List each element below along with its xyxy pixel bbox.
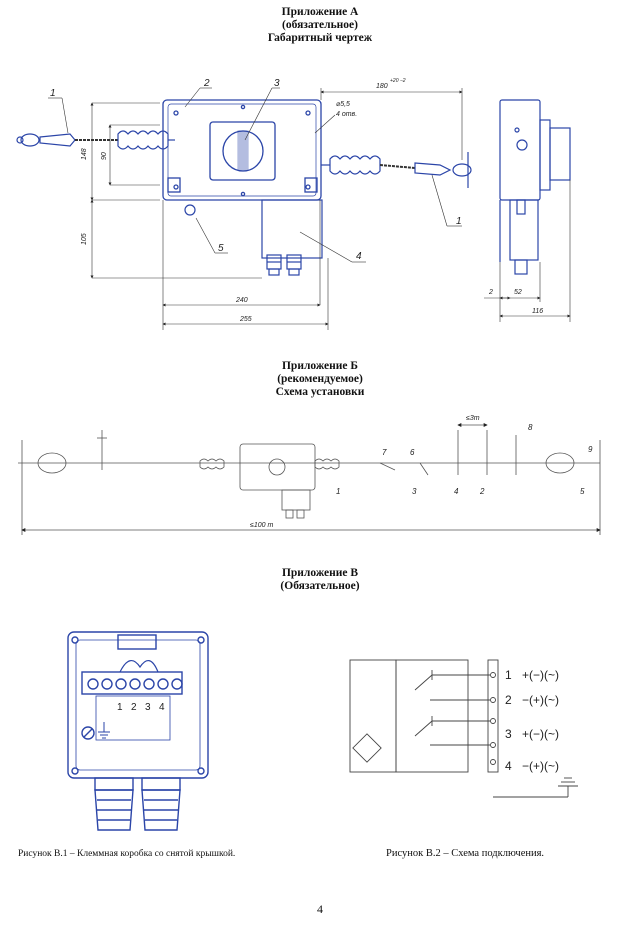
callout-b-6: 6 (410, 448, 415, 457)
box-terminal-3: 3 (145, 702, 151, 713)
terminal-3-num: 3 (505, 727, 512, 741)
terminal-1-label: +(−)(~) (522, 668, 559, 682)
appendix-v-heading: Приложение В (Обязательное) (0, 567, 640, 593)
dim-180-tolerance: +20 −2 (390, 78, 406, 84)
callout-b-3: 3 (412, 487, 417, 496)
dim-240: 240 (235, 297, 248, 304)
callout-b-5: 5 (580, 487, 585, 496)
callout-b-7: 7 (382, 448, 387, 457)
callout-a-3: 3 (274, 78, 280, 89)
terminal-box-front (184, 199, 323, 276)
housing-side-view (499, 99, 571, 275)
dim-length: ≤100 m (250, 522, 273, 529)
callout-b-1: 1 (336, 487, 340, 496)
dim-2: 2 (488, 289, 493, 296)
appendix-v-status: (Обязательное) (280, 580, 360, 592)
dim-spacing: ≤3m (466, 415, 480, 422)
figure-v1-caption: Рисунок В.1 – Клеммная коробка со снятой… (18, 849, 236, 859)
box-terminal-1: 1 (117, 702, 123, 713)
callout-a-1b: 1 (456, 216, 462, 227)
callout-b-8: 8 (528, 423, 533, 432)
appendix-v-title: Приложение В (281, 567, 359, 579)
dim-90: 90 (101, 152, 108, 160)
callout-a-1: 1 (50, 88, 56, 99)
dim-255: 255 (239, 316, 252, 323)
page-number: 4 (317, 902, 323, 916)
terminal-box-drawing (67, 631, 209, 831)
dim-116: 116 (532, 308, 543, 315)
ground-symbol (98, 722, 110, 739)
installation-scheme (18, 423, 601, 535)
appendix-a-status: (обязательное) (282, 19, 358, 31)
box-terminal-4: 4 (159, 702, 165, 713)
terminal-3-label: +(−)(~) (522, 727, 559, 741)
appendix-a-subtitle: Габаритный чертеж (267, 32, 373, 44)
housing-front-view (162, 99, 322, 201)
box-terminal-2: 2 (131, 702, 137, 713)
terminal-2-label: −(+)(~) (522, 693, 559, 707)
callout-b-9: 9 (588, 445, 593, 454)
terminal-4-num: 4 (505, 759, 512, 773)
dim-180: 180 (376, 83, 388, 90)
appendix-b-status: (рекомендуемое) (277, 373, 363, 385)
callout-a-4: 4 (356, 251, 362, 262)
callout-b-2: 2 (479, 487, 485, 496)
connection-diagram (349, 659, 578, 798)
left-cable-assembly (16, 130, 175, 150)
dim-holes-count: 4 отв. (336, 111, 357, 118)
terminal-1-num: 1 (505, 668, 512, 682)
callout-a-5: 5 (218, 243, 224, 254)
appendix-b-heading: Приложение Б (рекомендуемое) Схема устан… (0, 360, 640, 399)
terminal-2-num: 2 (505, 693, 512, 707)
terminal-4-label: −(+)(~) (522, 759, 559, 773)
figure-v2-caption: Рисунок В.2 – Схема подключения. (386, 848, 545, 859)
dim-148: 148 (81, 148, 88, 160)
appendix-b-subtitle: Схема установки (275, 386, 365, 398)
callout-b-4: 4 (454, 487, 459, 496)
callout-a-2: 2 (203, 78, 210, 89)
dim-52: 52 (514, 289, 522, 296)
dim-105: 105 (81, 233, 88, 245)
dimension-lines (48, 87, 571, 330)
appendix-b-title: Приложение Б (281, 360, 358, 372)
appendix-a-heading: Приложение А (обязательное) Габаритный ч… (0, 6, 640, 45)
dim-hole: ⌀5,5 (336, 101, 350, 108)
right-cable-assembly (321, 152, 472, 188)
dimensional-drawing: 148 90 105 240 255 180 +20 −2 ⌀5,5 4 отв… (16, 78, 571, 330)
appendix-a-title: Приложение А (281, 6, 359, 18)
